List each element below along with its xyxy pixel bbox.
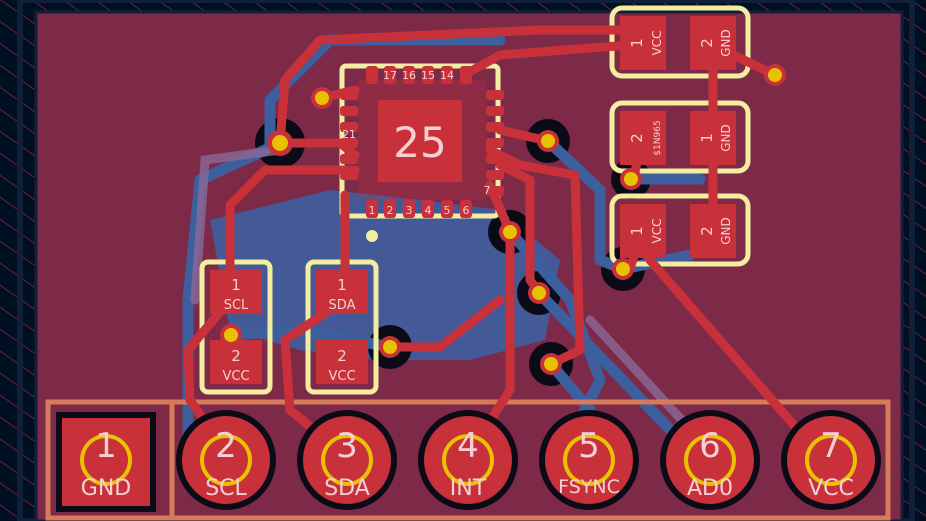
cap-c1-pin-a: 1 [628, 38, 646, 48]
header-pin-1-number: 1 [95, 426, 117, 466]
cap-c1-net-b: GND [719, 29, 733, 57]
chip-thermal-pad [378, 100, 462, 182]
chip-pin-1: 1 [369, 204, 376, 217]
cap-c1-pin-b: 2 [698, 38, 716, 48]
cap-c2-net-a: $1N965 [653, 120, 663, 155]
via [612, 258, 634, 280]
cap-c3-pin-a: 1 [628, 226, 646, 236]
cap-c3-net-a: VCC [650, 219, 664, 244]
header-pin-7-number: 7 [820, 426, 842, 466]
chip-pin-6: 6 [463, 204, 470, 217]
pad-sda-vcc-pin: 2 [337, 347, 347, 365]
imu-chip: 25 [340, 66, 504, 218]
header-pin-3-label: SDA [324, 476, 370, 501]
chip-pin-4: 4 [425, 204, 432, 217]
chip-pin-21: 21 [342, 128, 356, 141]
cap-c2-pin-b: 1 [698, 133, 716, 143]
via [267, 130, 293, 156]
chip-pin-16: 16 [402, 69, 416, 82]
pullup-sda: 1 SDA 2 VCC [316, 270, 368, 384]
header-pin-7-label: VCC [808, 476, 854, 501]
via [540, 353, 562, 375]
header-pin-4-label: INT [450, 476, 487, 501]
cap-c1: 1 VCC 2 GND [620, 16, 736, 70]
via [379, 336, 401, 358]
chip-right-pins [486, 90, 504, 196]
chip-pin-3: 3 [406, 204, 413, 217]
board-inner-edge [34, 10, 904, 521]
chip-pin-5: 5 [444, 204, 451, 217]
header-pin-2: 2 SCL [176, 410, 276, 510]
header-pin-6: 6 AD0 [660, 410, 760, 510]
chip-pin-7: 7 [484, 184, 491, 197]
header-pin-2-label: SCL [205, 476, 247, 501]
chip-top-pins [366, 66, 472, 84]
pad-sda-net: SDA [329, 298, 356, 313]
chip-pin-14: 14 [440, 69, 454, 82]
via [764, 64, 786, 86]
cap-c2-net-b: GND [719, 124, 733, 152]
via [528, 282, 550, 304]
header-pin-4-number: 4 [457, 426, 479, 466]
cap-c2-pin-a: 2 [628, 133, 646, 143]
chip-pin-15: 15 [421, 69, 435, 82]
pad-scl-net: SCL [224, 298, 249, 313]
header-pin-1-label: GND [81, 476, 131, 501]
pad-scl-pin: 1 [231, 276, 241, 294]
chip-center-label: 25 [393, 118, 446, 167]
cap-c3-pin-b: 2 [698, 226, 716, 236]
header-pin-6-number: 6 [699, 426, 721, 466]
header-outline [45, 399, 891, 521]
via [311, 87, 333, 109]
pin-header: 1 GND 2 SCL 3 SDA 4 INT [56, 410, 881, 512]
via [499, 221, 521, 243]
via [366, 230, 378, 242]
chip-pin-numbers: 17 16 15 14 1 2 3 4 5 6 21 7 [342, 69, 491, 217]
chip-left-pins [340, 90, 358, 180]
cap-c3: 1 VCC 2 GND [620, 204, 736, 258]
cap-c3-net-b: GND [719, 217, 733, 245]
cap-c2: 2 $1N965 1 GND [620, 111, 736, 165]
pullup-scl: 1 SCL 2 VCC [210, 270, 262, 384]
vias [220, 64, 786, 375]
pad-sda-vcc-net: VCC [328, 369, 355, 384]
cap-c1-net-a: VCC [650, 31, 664, 56]
header-pin-6-label: AD0 [687, 476, 733, 501]
header-pin-2-number: 2 [215, 426, 237, 466]
chip-pin-17: 17 [383, 69, 397, 82]
header-pin-4: 4 INT [418, 410, 518, 510]
pad-scl-vcc-net: VCC [222, 369, 249, 384]
header-pin-7: 7 VCC [781, 410, 881, 510]
pad-sda-pin: 1 [337, 276, 347, 294]
pad-scl-vcc-pin: 2 [231, 347, 241, 365]
via [220, 324, 242, 346]
header-pin-3: 3 SDA [297, 410, 397, 510]
header-pin-5: 5 FSYNC [539, 410, 639, 510]
board-outline [17, 0, 915, 521]
header-pin-5-number: 5 [578, 426, 600, 466]
via [537, 130, 559, 152]
header-pin-3-number: 3 [336, 426, 358, 466]
header-pin-1: 1 GND [56, 412, 156, 512]
header-pin-5-label: FSYNC [558, 476, 620, 498]
via [620, 168, 642, 190]
chip-pin-2: 2 [387, 204, 394, 217]
chip-bottom-pins [366, 200, 472, 218]
